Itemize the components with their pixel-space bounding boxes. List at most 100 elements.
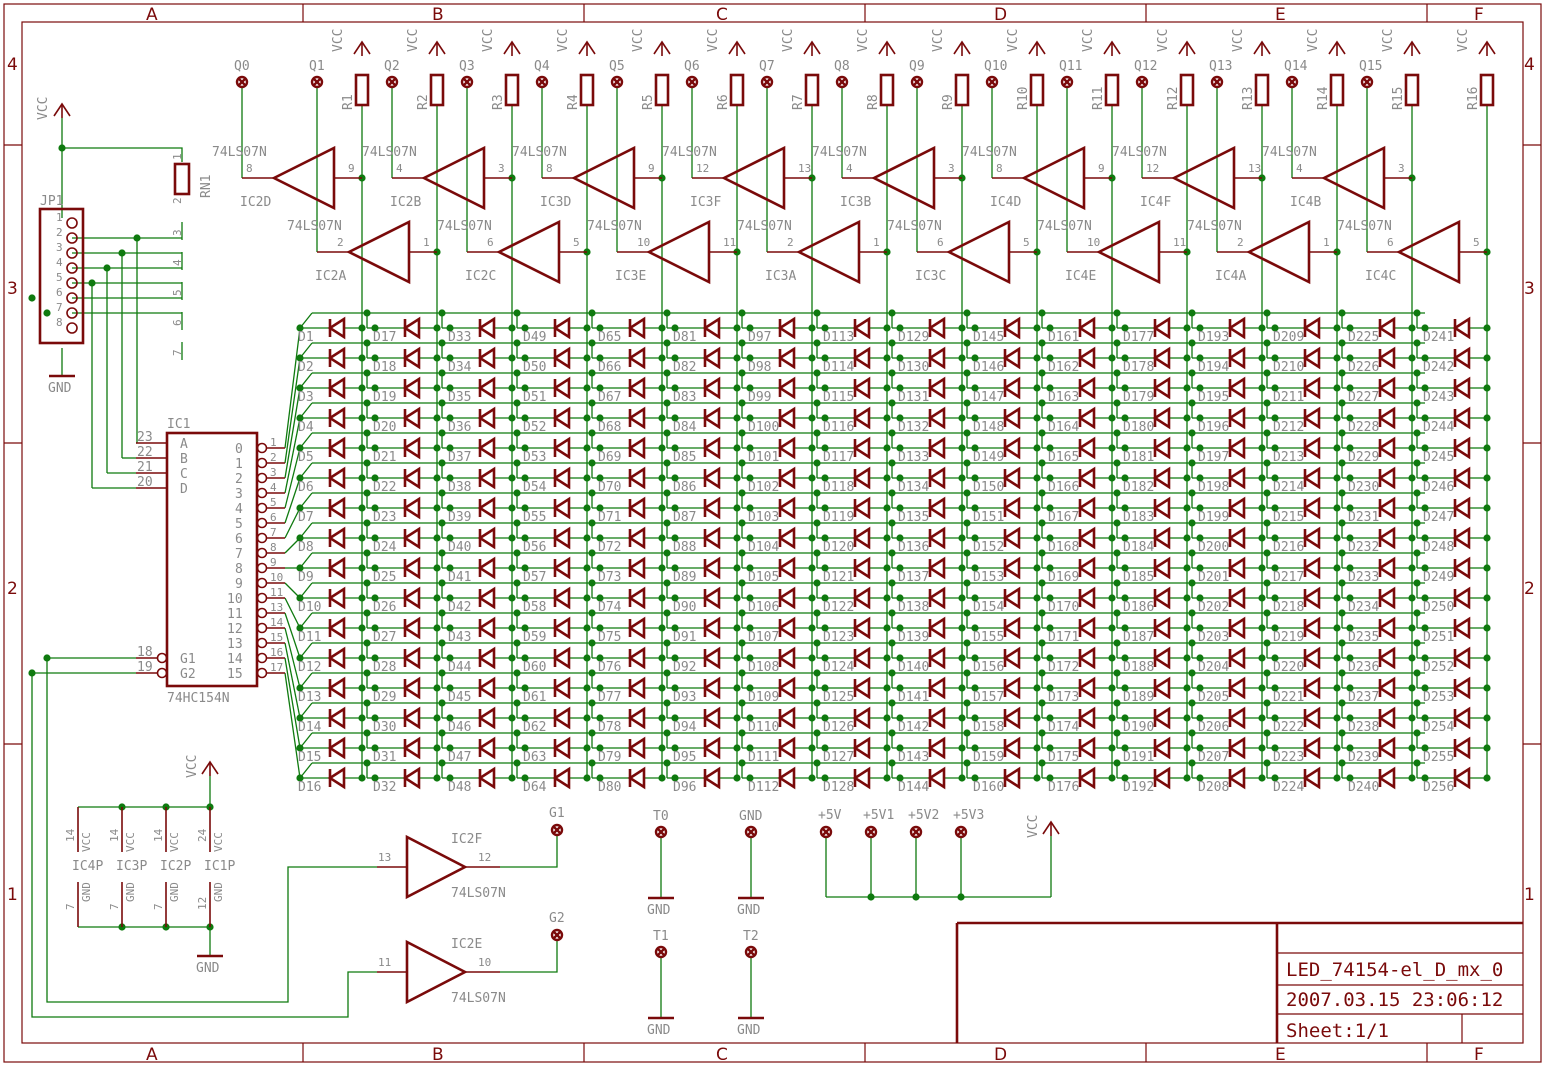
- led-label: D198: [1198, 480, 1229, 495]
- led-label: D109: [748, 690, 779, 705]
- led-diode-icon: [1452, 376, 1471, 400]
- led-label: D224: [1273, 780, 1304, 795]
- pad-cross: [821, 827, 831, 837]
- rn-pin-number: 6: [171, 319, 184, 326]
- row-net-diag: [299, 312, 313, 329]
- junction-dot: [808, 654, 816, 662]
- junction-dot: [1483, 684, 1491, 692]
- pin-number: 3: [1398, 162, 1405, 175]
- led-diode-icon: [1302, 316, 1321, 340]
- junction-dot: [1108, 474, 1116, 482]
- junction-dot: [1108, 744, 1116, 752]
- resistor-label: R13: [1241, 87, 1256, 110]
- pin-number: 6: [487, 236, 494, 249]
- junction-dot: [883, 714, 891, 722]
- led-diode-icon: [402, 316, 421, 340]
- led-diode-icon: [477, 316, 496, 340]
- led-diode-icon: [627, 406, 646, 430]
- junction-dot: [1033, 774, 1041, 782]
- pad-cross: [387, 77, 397, 87]
- led-diode-icon: [402, 586, 421, 610]
- led-label: D36: [448, 420, 471, 435]
- part-value-label: 74LS07N: [1037, 219, 1092, 234]
- pin-number: 18: [137, 645, 153, 660]
- part-name-label: IC3F: [690, 195, 721, 210]
- junction-dot: [658, 714, 666, 722]
- pin-number: 14: [64, 828, 77, 842]
- pad-cross: [837, 77, 847, 87]
- pad-cross: [987, 77, 997, 87]
- led-diode-icon: [927, 316, 946, 340]
- rn-pin-number: 4: [171, 259, 184, 266]
- resistor-label: R9: [941, 94, 956, 110]
- pad-g1-icon: [550, 823, 564, 837]
- led-diode-icon: [777, 706, 796, 730]
- connector-pin-icon: [66, 247, 78, 259]
- led-diode-icon: [1302, 436, 1321, 460]
- vcc-label: VCC: [1381, 29, 1396, 52]
- q-pad-label: Q10: [984, 59, 1007, 74]
- led-diode-icon: [627, 466, 646, 490]
- row-net-diag: [299, 522, 313, 539]
- led-diode-icon: [552, 646, 571, 670]
- pin-number: 10: [1087, 236, 1100, 249]
- led-diode-icon: [702, 766, 721, 790]
- inverted-output-icon: [256, 442, 268, 454]
- frame-row-label: 4: [1524, 55, 1535, 75]
- decoder-to-row-wire: [284, 657, 301, 749]
- resistor-label: R12: [1166, 87, 1181, 110]
- junction-dot: [358, 444, 366, 452]
- led-diode-icon: [1302, 676, 1321, 700]
- vcc-label: VCC: [856, 29, 871, 52]
- led-diode-icon: [402, 766, 421, 790]
- junction-dot: [1033, 354, 1041, 362]
- resistor-r1-icon: [354, 73, 370, 107]
- junction-dot: [733, 594, 741, 602]
- output-label: 13: [227, 637, 243, 652]
- led-diode-icon: [1077, 436, 1096, 460]
- led-label: D120: [823, 540, 854, 555]
- buffer-ic3a-icon: [796, 219, 861, 285]
- led-diode-icon: [1002, 496, 1021, 520]
- part-value-label: 74LS07N: [212, 145, 267, 160]
- led-diode-icon: [402, 376, 421, 400]
- led-diode-icon: [627, 316, 646, 340]
- led-diode-icon: [852, 706, 871, 730]
- led-diode-icon: [402, 526, 421, 550]
- led-label: D225: [1348, 330, 1379, 345]
- pin-label: VCC: [80, 832, 93, 852]
- led-diode-icon: [1002, 646, 1021, 670]
- junction-dot: [733, 384, 741, 392]
- pin-number: 12: [1146, 162, 1159, 175]
- junction-dot: [1183, 444, 1191, 452]
- led-diode-icon: [852, 496, 871, 520]
- led-diode-icon: [702, 736, 721, 760]
- junction-dot: [1033, 594, 1041, 602]
- junction-dot: [1033, 324, 1041, 332]
- row-net-diag: [299, 702, 313, 719]
- led-label: D7: [298, 510, 314, 525]
- led-label: D141: [898, 690, 929, 705]
- led-label: D99: [748, 390, 771, 405]
- led-label: D240: [1348, 780, 1379, 795]
- inverted-output-icon: [256, 457, 268, 469]
- gnd-label: GND: [48, 381, 72, 396]
- junction-dot: [1333, 684, 1341, 692]
- led-label: D212: [1273, 420, 1304, 435]
- vcc-label: VCC: [185, 755, 200, 778]
- led-label: D84: [673, 420, 697, 435]
- led-label: D150: [973, 480, 1004, 495]
- q-pad-label: Q11: [1059, 59, 1082, 74]
- led-diode-icon: [1227, 676, 1246, 700]
- led-label: D113: [823, 330, 854, 345]
- led-label: D247: [1423, 510, 1454, 525]
- led-label: D255: [1423, 750, 1454, 765]
- pin-number: 22: [137, 445, 153, 460]
- q-pad-label: Q8: [834, 59, 850, 74]
- vcc-label: VCC: [706, 29, 721, 52]
- led-label: D95: [673, 750, 696, 765]
- resistor-r6-icon: [729, 73, 745, 107]
- resistor-r7-icon: [804, 73, 820, 107]
- led-label: D93: [673, 690, 696, 705]
- enable-wire-g1: [46, 658, 377, 1003]
